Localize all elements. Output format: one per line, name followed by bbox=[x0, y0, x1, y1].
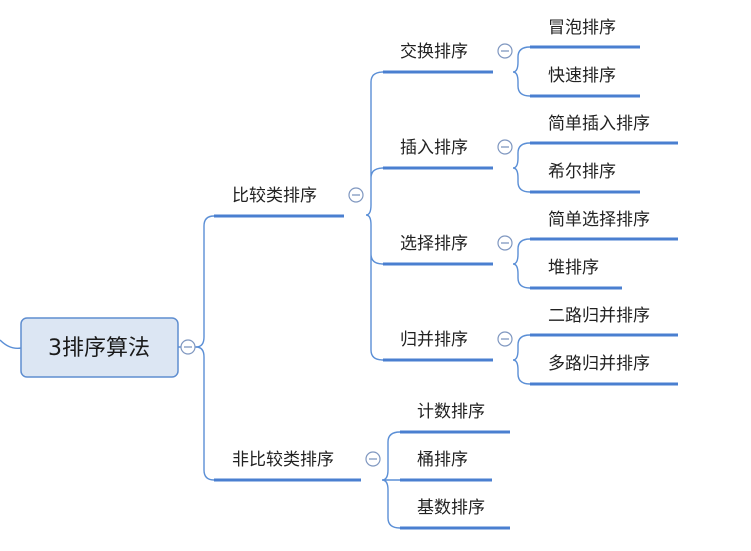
leaf-label: 二路归并排序 bbox=[548, 306, 650, 326]
collapse-icon[interactable] bbox=[497, 235, 513, 251]
leaf-label: 希尔排序 bbox=[548, 162, 616, 182]
collapse-icon[interactable] bbox=[497, 43, 513, 59]
leaf-heap-sort[interactable]: 堆排序 bbox=[530, 258, 622, 290]
group-exchange-label: 交换排序 bbox=[400, 42, 468, 62]
group-merge[interactable]: 归并排序 bbox=[383, 324, 493, 362]
connector-noncomparison-leaves bbox=[381, 431, 401, 529]
connector-merge-leaves bbox=[512, 334, 531, 385]
group-selection-label: 选择排序 bbox=[400, 234, 468, 254]
group-merge-label: 归并排序 bbox=[400, 330, 468, 350]
parent-connector bbox=[0, 339, 22, 350]
collapse-icon[interactable] bbox=[497, 331, 513, 347]
leaf-label: 多路归并排序 bbox=[548, 354, 650, 374]
leaf-radix-sort[interactable]: 基数排序 bbox=[400, 498, 510, 530]
leaf-bucket-sort[interactable]: 桶排序 bbox=[400, 450, 492, 482]
leaf-two-way-merge-sort[interactable]: 二路归并排序 bbox=[530, 306, 678, 337]
leaf-bubble-sort[interactable]: 冒泡排序 bbox=[530, 18, 640, 49]
root-topic[interactable]: 3排序算法 bbox=[20, 317, 179, 378]
connector-insertion-leaves bbox=[512, 142, 531, 193]
branch-non-comparison[interactable]: 非比较类排序 bbox=[214, 444, 361, 482]
branch-comparison[interactable]: 比较类排序 bbox=[214, 180, 344, 218]
leaf-label: 简单选择排序 bbox=[548, 210, 650, 230]
connector-selection-leaves bbox=[512, 238, 531, 289]
leaf-label: 基数排序 bbox=[417, 498, 485, 518]
group-selection[interactable]: 选择排序 bbox=[383, 228, 493, 266]
leaf-label: 冒泡排序 bbox=[548, 18, 616, 38]
leaf-shell-sort[interactable]: 希尔排序 bbox=[530, 162, 640, 194]
leaf-label: 桶排序 bbox=[417, 450, 468, 470]
leaf-simple-selection-sort[interactable]: 简单选择排序 bbox=[530, 210, 678, 241]
leaf-label: 简单插入排序 bbox=[548, 114, 650, 134]
leaf-label: 计数排序 bbox=[417, 402, 485, 422]
leaf-counting-sort[interactable]: 计数排序 bbox=[400, 402, 510, 434]
collapse-icon[interactable] bbox=[365, 451, 381, 467]
branch-noncomparison-label: 非比较类排序 bbox=[232, 450, 334, 470]
leaf-label: 快速排序 bbox=[548, 66, 616, 86]
connector-exchange-leaves bbox=[512, 46, 531, 97]
collapse-icon[interactable] bbox=[348, 187, 364, 203]
collapse-icon[interactable] bbox=[497, 139, 513, 155]
connector-root-noncomparison bbox=[195, 346, 215, 481]
leaf-label: 堆排序 bbox=[548, 258, 599, 278]
branch-comparison-label: 比较类排序 bbox=[232, 186, 317, 206]
group-insertion[interactable]: 插入排序 bbox=[383, 132, 493, 170]
connector-root-comparison bbox=[178, 215, 215, 348]
connectors bbox=[0, 46, 531, 529]
collapse-icon[interactable] bbox=[180, 339, 196, 355]
root-box[interactable] bbox=[20, 317, 179, 378]
group-insertion-label: 插入排序 bbox=[400, 138, 468, 158]
root-label: 3排序算法 bbox=[48, 336, 150, 361]
group-exchange[interactable]: 交换排序 bbox=[383, 36, 493, 74]
connector-comparison-groups bbox=[365, 71, 384, 361]
leaf-simple-insertion-sort[interactable]: 简单插入排序 bbox=[530, 114, 678, 145]
leaf-quick-sort[interactable]: 快速排序 bbox=[530, 66, 640, 98]
leaf-multi-way-merge-sort[interactable]: 多路归并排序 bbox=[530, 354, 678, 386]
